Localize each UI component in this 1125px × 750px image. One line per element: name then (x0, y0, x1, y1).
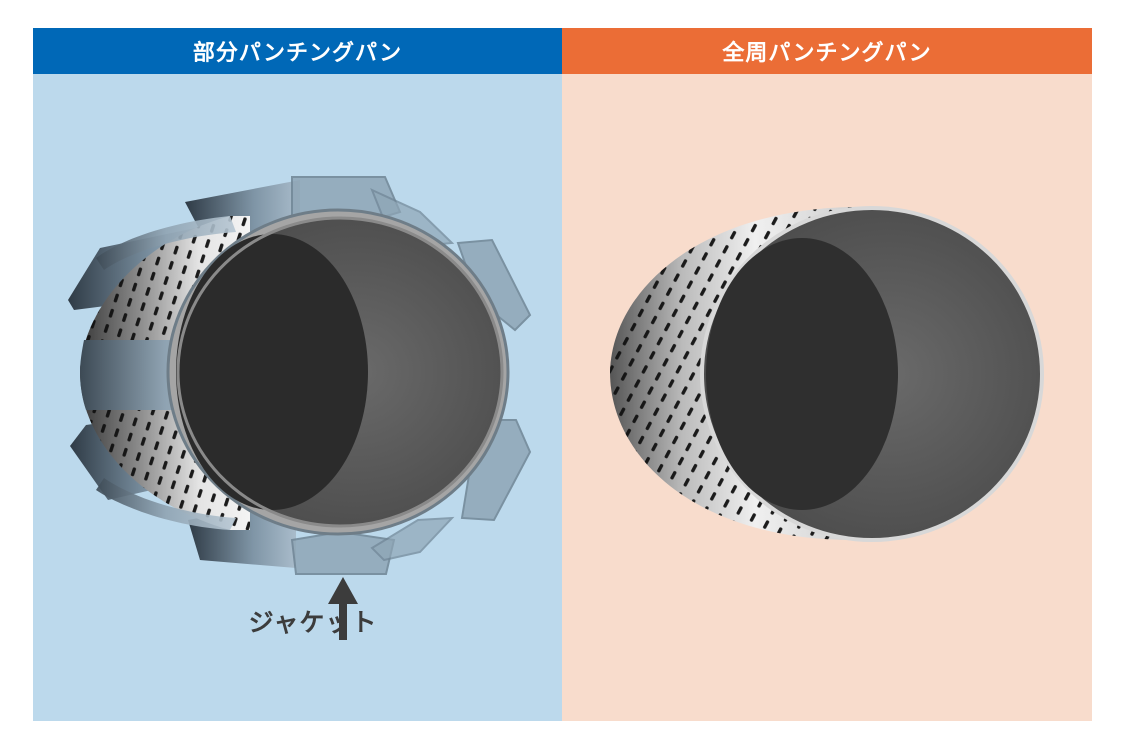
arrow-up-icon (328, 577, 358, 640)
partial-punching-pan-illustration (68, 176, 532, 575)
full-punching-title: 全周パンチングパン (722, 41, 932, 66)
full-punching-header: 全周パンチングパン (562, 28, 1092, 74)
partial-punching-title: 部分パンチングパン (192, 41, 403, 66)
full-punching-pan-illustration (610, 206, 1044, 542)
jacket-callout-label: ジャケット (248, 608, 378, 637)
partial-punching-header: 部分パンチングパン (33, 28, 562, 74)
